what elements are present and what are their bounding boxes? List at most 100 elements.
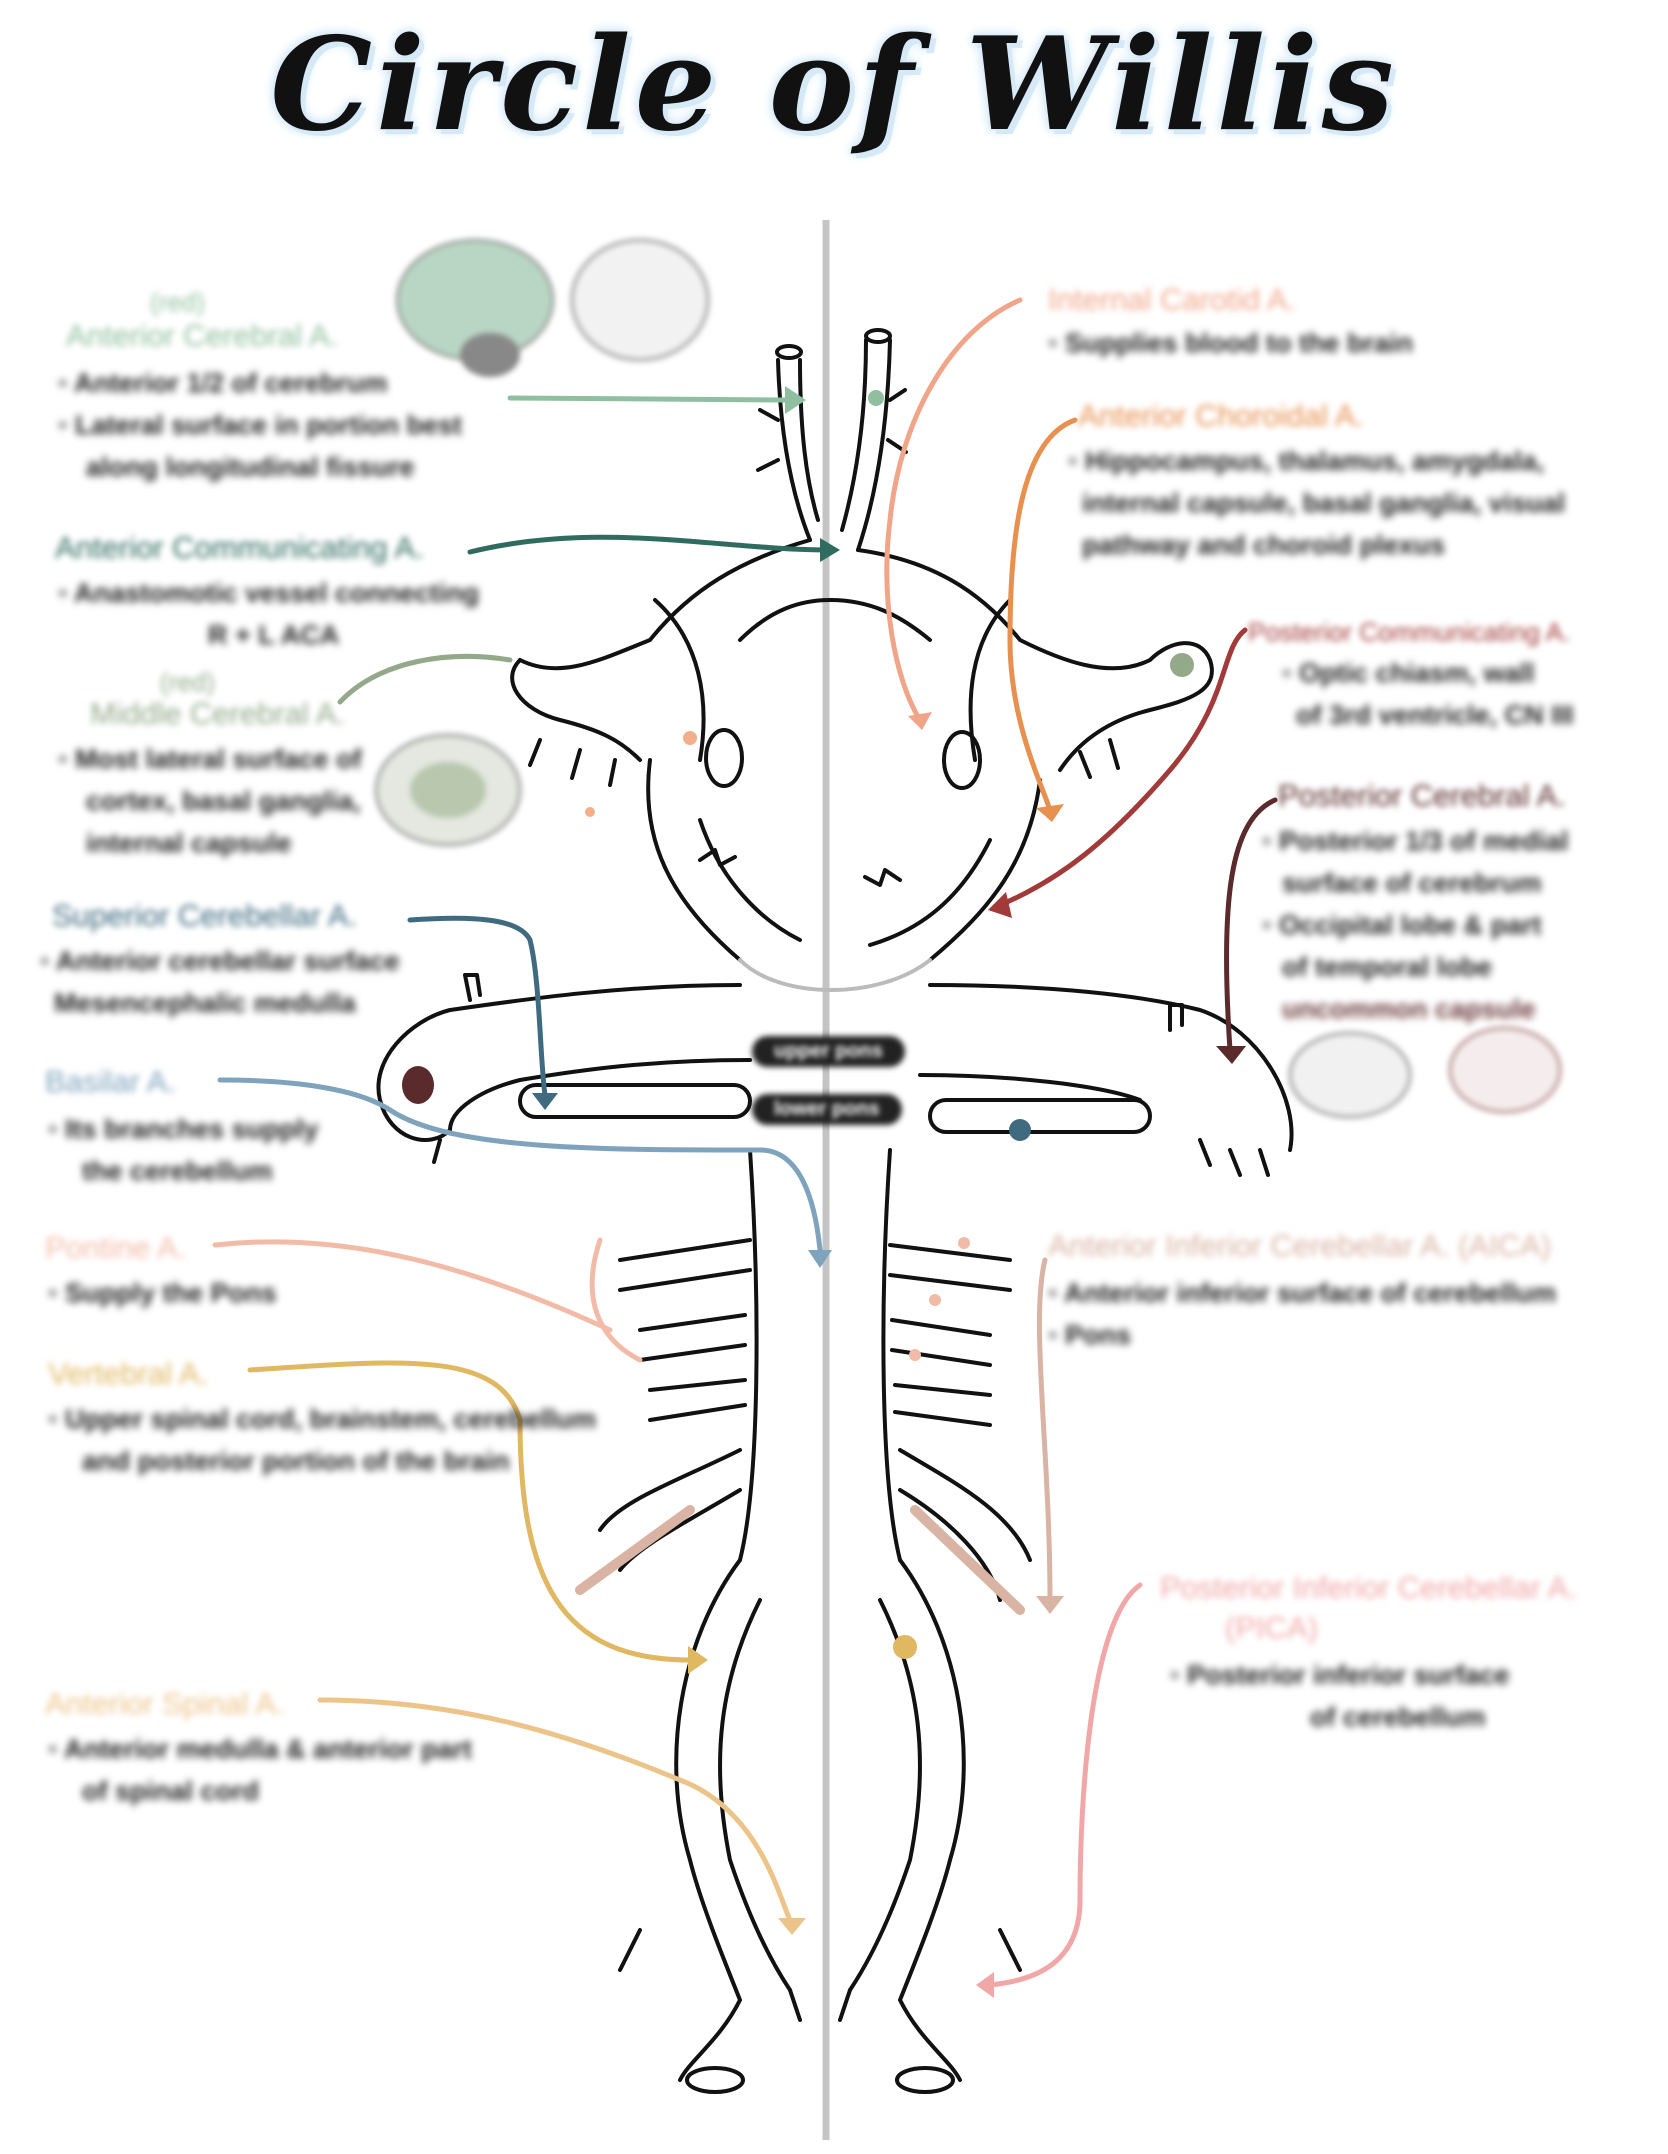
aca-left-inner bbox=[798, 358, 820, 522]
acom-item-1: Anastomotic vessel connecting bbox=[58, 572, 479, 614]
basilar-item-1: Its branches supply bbox=[48, 1108, 319, 1150]
ica-name: Internal Carotid A. bbox=[1048, 282, 1297, 317]
ica-left-ring bbox=[704, 728, 744, 788]
pica-name: Posterior Inferior Cerebellar A. bbox=[1160, 1570, 1577, 1605]
acom-name: Anterior Communicating A. bbox=[55, 530, 424, 565]
aica-right bbox=[898, 1448, 1032, 1602]
pcom-item-2: of 3rd ventricle, CN III bbox=[1296, 700, 1574, 730]
pcom-right-dot bbox=[1170, 653, 1194, 677]
vertebral-right-inner bbox=[848, 1598, 922, 1992]
arrow-pcom bbox=[997, 627, 1248, 908]
pointer-arrows bbox=[212, 297, 1278, 1988]
ica-right-ring bbox=[942, 730, 982, 790]
ica-description: Supplies blood to the brain bbox=[1048, 322, 1413, 364]
lower-pons-label: lower pons bbox=[752, 1094, 902, 1125]
ica-left bbox=[653, 598, 706, 762]
asa-item-2: of spinal cord bbox=[82, 1776, 260, 1806]
basilar-name: Basilar A. bbox=[45, 1064, 176, 1099]
arrow-ica bbox=[884, 297, 1023, 723]
aca-item-1: Anterior 1/2 of cerebrum bbox=[58, 362, 462, 404]
aca-item-3: along longitudinal fissure bbox=[86, 452, 415, 482]
arrow-pca bbox=[1223, 797, 1278, 1053]
aica-right-stripe bbox=[910, 1505, 1025, 1615]
mca-left-dot bbox=[585, 807, 595, 817]
vertebral-right-cap bbox=[895, 2066, 955, 2094]
mca-description: Most lateral surface of cortex, basal ga… bbox=[58, 738, 362, 864]
pca-branches bbox=[463, 973, 1184, 1032]
basilar-top bbox=[738, 958, 932, 992]
pcom-right bbox=[928, 778, 1042, 962]
pcom-right-inner bbox=[868, 838, 992, 947]
vertebral-left bbox=[674, 1558, 742, 2082]
asa-description: Anterior medulla & anterior part of spin… bbox=[48, 1728, 472, 1812]
pca-item-5: uncommon capsule bbox=[1282, 994, 1536, 1024]
pcom-name: Posterior Communicating A. bbox=[1248, 617, 1571, 647]
pca-item-4: of temporal lobe bbox=[1282, 952, 1493, 982]
achor-item-3: pathway and choroid plexus bbox=[1082, 530, 1446, 560]
sca-left bbox=[448, 1058, 752, 1132]
sca-right-dot bbox=[1009, 1119, 1031, 1141]
vertebral-description: Upper spinal cord, brainstem, cerebellum… bbox=[48, 1398, 596, 1482]
achor-name: Anterior Choroidal A. bbox=[1078, 398, 1365, 433]
pcom-item-1: Optic chiasm, wall bbox=[1282, 652, 1574, 694]
acom-description: Anastomotic vessel connecting R + L ACA bbox=[58, 572, 479, 656]
aca-left-cap bbox=[775, 344, 803, 360]
aca-item-2: Lateral surface in portion best bbox=[58, 404, 462, 446]
pontine-name: Pontine A. bbox=[45, 1230, 187, 1265]
vertebral-branches bbox=[618, 1928, 1022, 1972]
sca-description: Anterior cerebellar surface Mesencephali… bbox=[40, 940, 400, 1024]
vertebral-name: Vertebral A. bbox=[48, 1356, 209, 1391]
aca-right-cap bbox=[864, 328, 892, 344]
aca-right-dot bbox=[868, 390, 884, 406]
sca-item-2: Mesencephalic medulla bbox=[54, 988, 356, 1018]
brain-thumbnail-mca bbox=[374, 733, 522, 847]
ring-upper-right bbox=[856, 548, 1152, 671]
arrow-pica bbox=[987, 1582, 1143, 1988]
arrow-pontine bbox=[212, 1237, 643, 1363]
basilar-description: Its branches supply the cerebellum bbox=[48, 1108, 319, 1192]
aica-left-stripe bbox=[575, 1505, 695, 1595]
arrow-aica bbox=[1036, 1257, 1053, 1603]
mca-left bbox=[510, 658, 642, 762]
ica-left-dot bbox=[683, 731, 697, 745]
pontine-dot-1 bbox=[958, 1237, 970, 1249]
aca-right-inner bbox=[840, 338, 868, 532]
aca-note: (red) bbox=[150, 287, 205, 317]
aca-description: Anterior 1/2 of cerebrum Lateral surface… bbox=[58, 362, 462, 488]
acom-item-2: R + L ACA bbox=[208, 620, 340, 650]
pontine-dot-3 bbox=[909, 1349, 921, 1361]
pica-description: Posterior inferior surface of cerebellum bbox=[1170, 1654, 1510, 1738]
sca-name: Superior Cerebellar A. bbox=[52, 898, 357, 933]
page-title: Circle of Willis bbox=[270, 10, 1398, 160]
pontine-description: Supply the Pons bbox=[48, 1272, 277, 1314]
aca-branches bbox=[756, 388, 908, 472]
vertebral-dot bbox=[893, 1635, 917, 1659]
pcom-description: Optic chiasm, wall of 3rd ventricle, CN … bbox=[1282, 652, 1574, 736]
mca-item-3: internal capsule bbox=[86, 828, 292, 858]
pca-right bbox=[928, 983, 1294, 1152]
pica-item-1: Posterior inferior surface bbox=[1170, 1654, 1510, 1696]
achor-item-2: internal capsule, basal ganglia, visual bbox=[1082, 488, 1566, 518]
basilar-left bbox=[738, 1148, 759, 1562]
sca-right-tube bbox=[928, 1098, 1152, 1134]
pcom-branches bbox=[698, 848, 902, 887]
ring-upper-left bbox=[518, 538, 812, 671]
mca-right bbox=[1058, 641, 1214, 772]
arrow-mca bbox=[337, 653, 513, 705]
pica-name-abbrev: (PICA) bbox=[1225, 1610, 1318, 1645]
arrow-sca bbox=[407, 915, 548, 1098]
vertebral-right bbox=[898, 1558, 966, 2082]
brain-thumbnail-pca bbox=[1288, 1026, 1562, 1119]
pca-item-2: surface of cerebrum bbox=[1282, 868, 1542, 898]
pca-name: Posterior Cerebral A. bbox=[1278, 778, 1566, 813]
pontine-left bbox=[618, 1238, 752, 1422]
vertebral-left-cap bbox=[685, 2066, 745, 2094]
pca-description: Posterior 1/3 of medial surface of cereb… bbox=[1262, 820, 1569, 1030]
pca-item-3: Occipital lobe & part bbox=[1262, 904, 1569, 946]
ring-inner-top bbox=[738, 598, 932, 642]
aica-name: Anterior Inferior Cerebellar A. (AICA) bbox=[1048, 1228, 1552, 1263]
aica-item-1: Anterior inferior surface of cerebellum bbox=[1048, 1272, 1556, 1314]
color-dots bbox=[402, 390, 1194, 1659]
